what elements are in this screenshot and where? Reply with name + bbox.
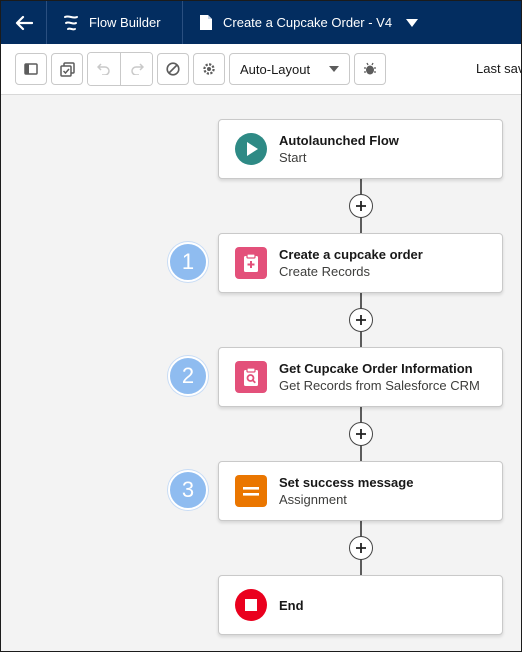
cancel-button[interactable] bbox=[157, 53, 189, 85]
undo-redo-group bbox=[87, 52, 153, 86]
back-button[interactable] bbox=[1, 1, 47, 44]
file-icon bbox=[200, 15, 212, 30]
app-name: Flow Builder bbox=[89, 15, 161, 30]
create-records-node[interactable]: Create a cupcake order Create Records bbox=[218, 233, 503, 293]
settings-button[interactable] bbox=[193, 53, 225, 85]
start-node[interactable]: Autolaunched Flow Start bbox=[218, 119, 503, 179]
step-badge: 1 bbox=[168, 242, 208, 282]
plus-icon bbox=[356, 429, 366, 439]
panel-toggle-icon bbox=[24, 63, 38, 75]
toolbox-button[interactable] bbox=[51, 53, 83, 85]
app-name-area: Flow Builder bbox=[47, 1, 183, 44]
arrow-left-icon bbox=[15, 15, 33, 30]
node-title: Autolaunched Flow bbox=[279, 133, 399, 148]
node-title: End bbox=[279, 597, 304, 613]
last-saved-status: Last sav bbox=[476, 61, 522, 76]
flow-title: Create a Cupcake Order - V4 bbox=[223, 15, 393, 30]
add-element-button[interactable] bbox=[349, 536, 373, 560]
plus-icon bbox=[356, 201, 366, 211]
toggle-panel-button[interactable] bbox=[15, 53, 47, 85]
toolbar: Auto-Layout Last sav bbox=[1, 44, 521, 95]
step-badge: 2 bbox=[168, 356, 208, 396]
bug-icon bbox=[364, 62, 376, 75]
gear-icon bbox=[203, 63, 215, 75]
redo-button[interactable] bbox=[120, 53, 152, 85]
flow-icon bbox=[64, 14, 78, 30]
node-title: Get Cupcake Order Information bbox=[279, 361, 473, 376]
debug-button[interactable] bbox=[354, 53, 386, 85]
node-subtitle: Assignment bbox=[279, 492, 347, 507]
layout-select[interactable]: Auto-Layout bbox=[229, 53, 350, 85]
layout-select-value: Auto-Layout bbox=[240, 61, 311, 77]
plus-icon bbox=[356, 543, 366, 553]
add-element-button[interactable] bbox=[349, 308, 373, 332]
assignment-icon bbox=[235, 475, 267, 507]
chevron-down-icon bbox=[329, 66, 339, 72]
flow-title-menu[interactable]: Create a Cupcake Order - V4 bbox=[183, 1, 521, 44]
node-subtitle: Create Records bbox=[279, 264, 371, 279]
undo-button[interactable] bbox=[88, 53, 120, 85]
node-subtitle: Get Records from Salesforce CRM bbox=[279, 378, 480, 393]
redo-icon bbox=[130, 63, 144, 75]
ban-icon bbox=[166, 62, 180, 76]
record-lookup-icon bbox=[235, 361, 267, 393]
plus-icon bbox=[356, 315, 366, 325]
step-badge: 3 bbox=[168, 470, 208, 510]
undo-icon bbox=[97, 63, 110, 75]
checklist-icon bbox=[59, 61, 75, 77]
get-records-node[interactable]: Get Cupcake Order Information Get Record… bbox=[218, 347, 503, 407]
node-title: Create a cupcake order bbox=[279, 247, 423, 262]
chevron-down-icon[interactable] bbox=[406, 18, 419, 27]
add-element-button[interactable] bbox=[349, 194, 373, 218]
stop-icon bbox=[235, 589, 267, 621]
record-create-icon bbox=[235, 247, 267, 279]
node-subtitle: Start bbox=[279, 150, 307, 165]
node-title: Set success message bbox=[279, 475, 414, 490]
add-element-button[interactable] bbox=[349, 422, 373, 446]
end-node[interactable]: End bbox=[218, 575, 503, 635]
play-icon bbox=[235, 133, 267, 165]
flow-canvas[interactable]: Autolaunched Flow Start 1 Create a cupca… bbox=[1, 95, 521, 651]
assignment-node[interactable]: Set success message Assignment bbox=[218, 461, 503, 521]
app-header: Flow Builder Create a Cupcake Order - V4 bbox=[1, 1, 521, 44]
